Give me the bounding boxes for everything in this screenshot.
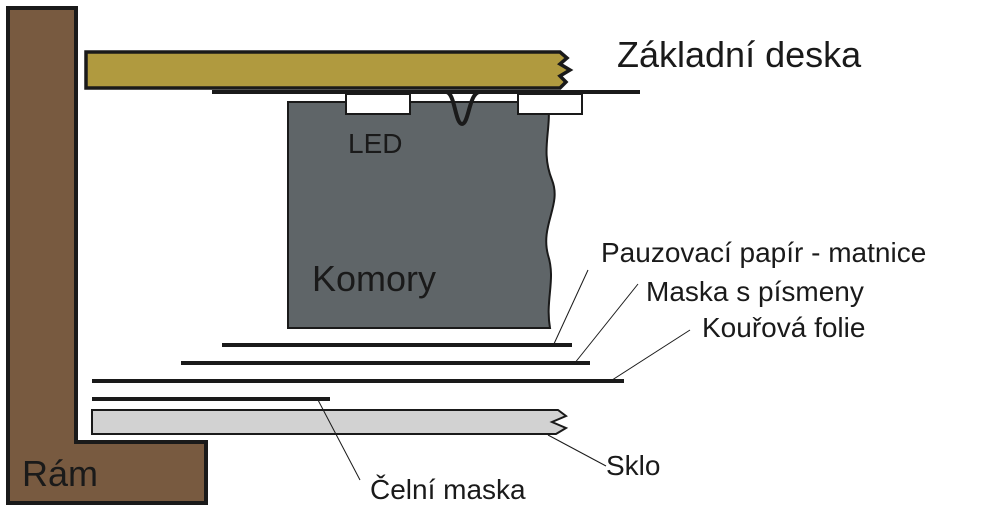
front-mask-label: Čelní maska: [370, 474, 526, 505]
front-mask-leader: [317, 399, 361, 481]
frame-label: Rám: [22, 453, 98, 494]
glass-leader: [547, 434, 607, 467]
letter-mask-leader: [573, 283, 639, 365]
glass-label: Sklo: [606, 450, 660, 481]
smoke-foil-leader: [608, 329, 691, 383]
chambers-block: [287, 101, 556, 329]
led-left: [345, 93, 411, 115]
letter-mask-label: Maska s písmeny: [646, 276, 864, 307]
chambers-label: Komory: [312, 258, 436, 299]
led-label: LED: [348, 128, 402, 159]
base-board: [84, 50, 574, 90]
smoke-foil-label: Kouřová folie: [702, 312, 865, 343]
base-board-label: Základní deska: [617, 34, 862, 75]
frame-profile: [6, 6, 208, 505]
led-right: [517, 93, 583, 115]
tracing-paper-leader: [552, 269, 589, 347]
tracing-paper-label: Pauzovací papír - matnice: [601, 237, 926, 268]
led-wire: [445, 90, 481, 127]
